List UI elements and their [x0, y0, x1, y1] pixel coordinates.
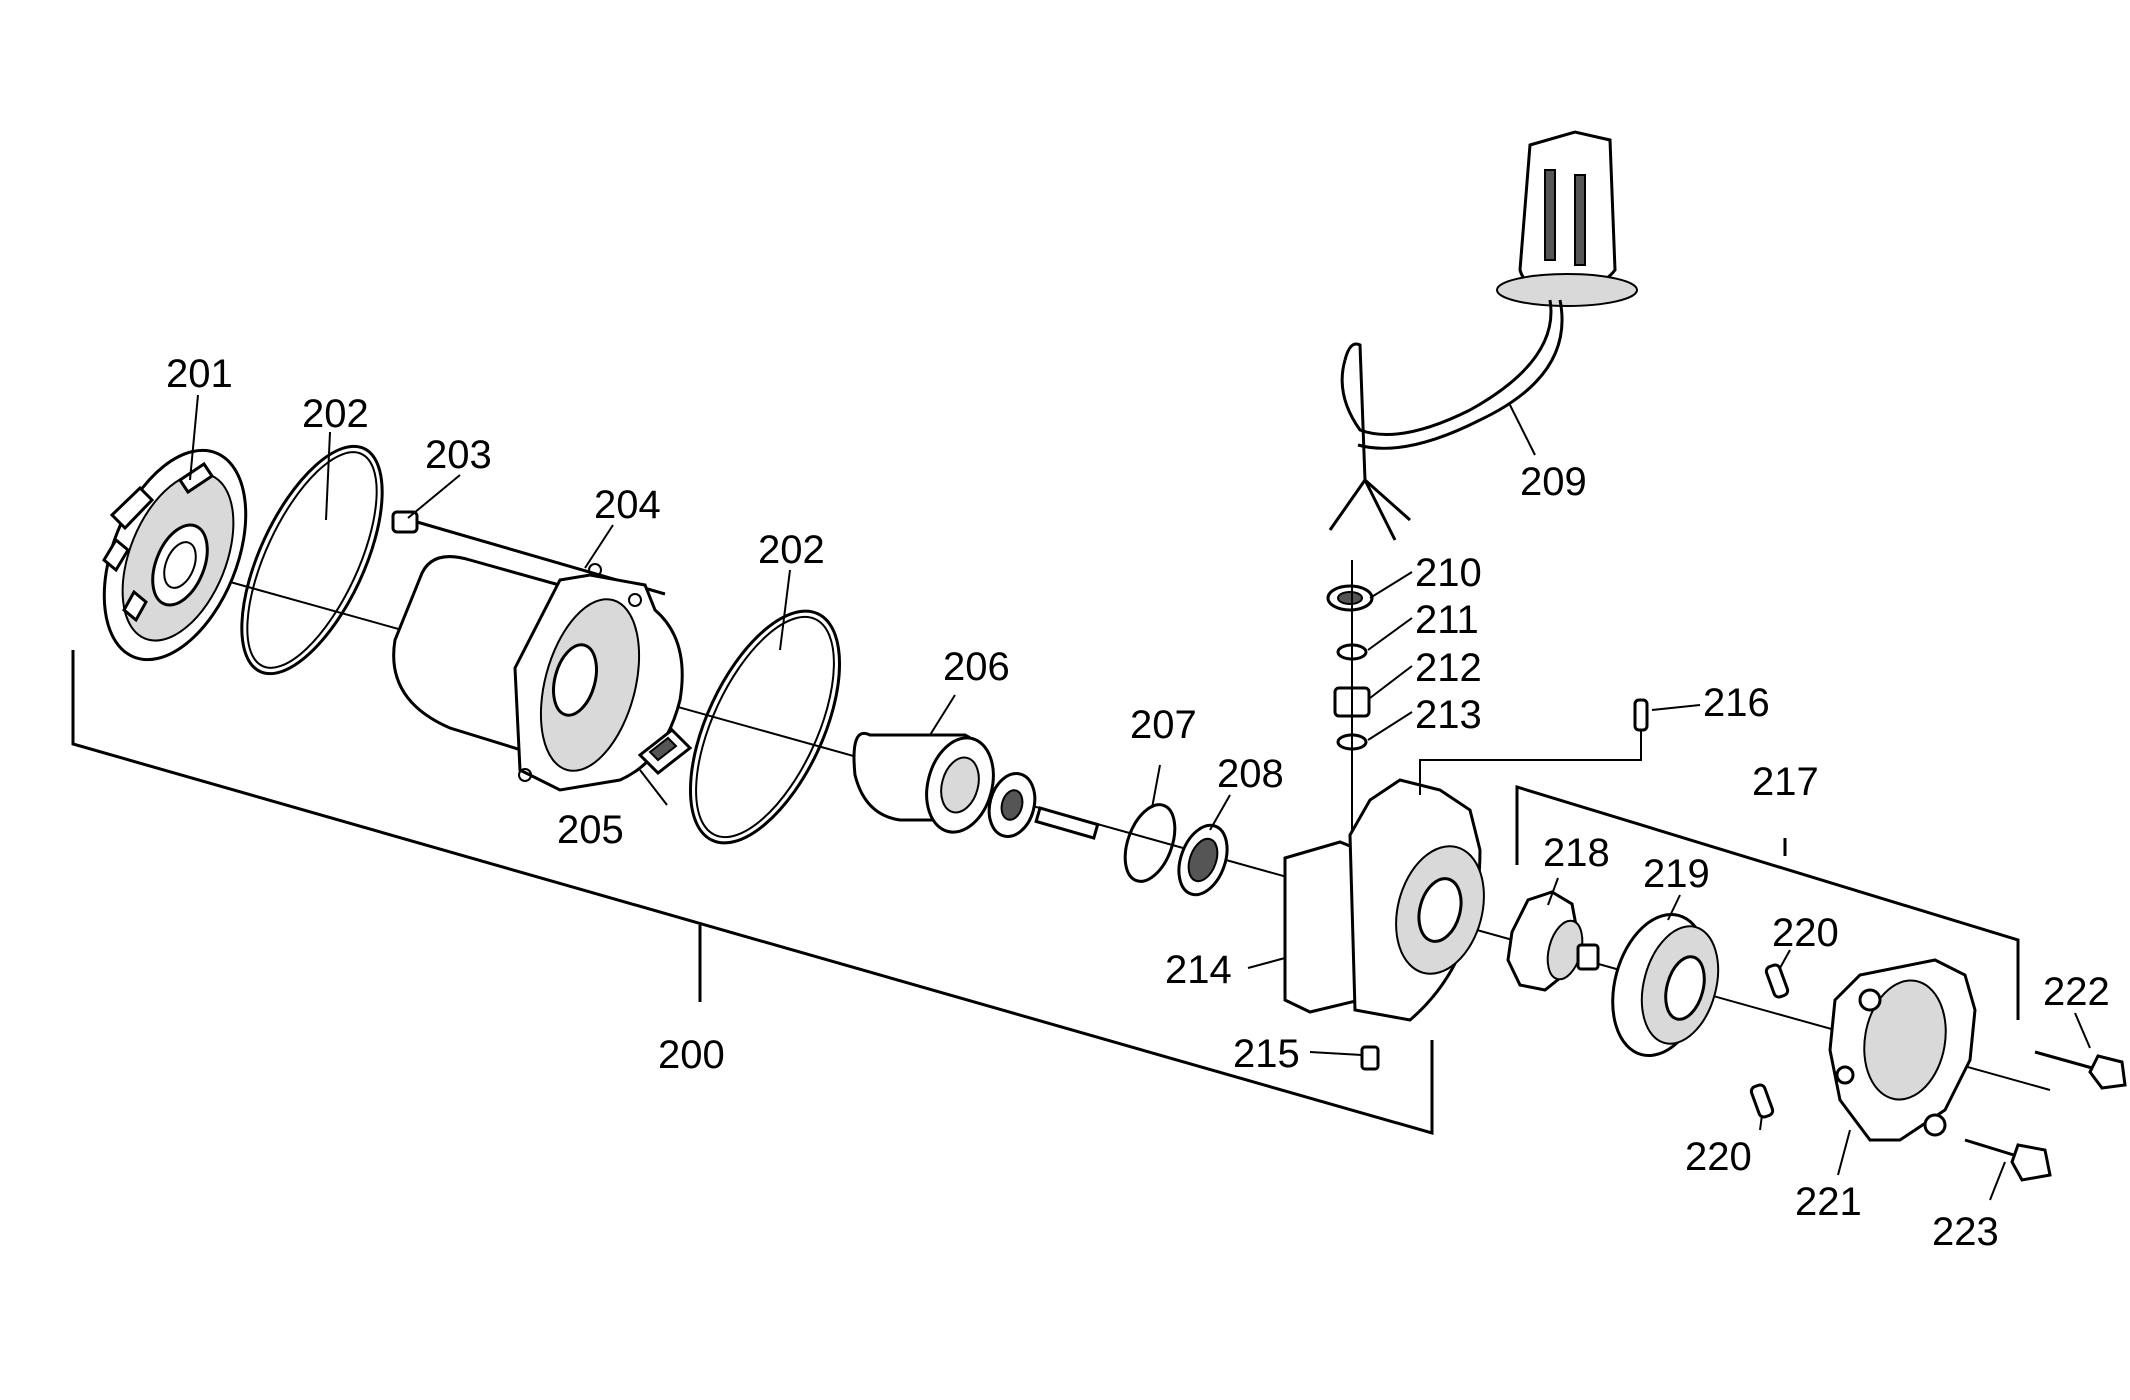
callout-203: 203 [425, 433, 492, 477]
callout-222: 222 [2043, 970, 2110, 1014]
seal-part [1177, 823, 1229, 897]
callout-207: 207 [1130, 703, 1197, 747]
inner-rotor-part [1506, 890, 1600, 992]
snap-ring-part [1123, 803, 1177, 883]
motor-housing-part [392, 555, 684, 792]
callout-209: 209 [1520, 460, 1587, 504]
o-ring-left [240, 444, 384, 676]
dowel-pin-lower [1749, 1083, 1775, 1119]
callout-205: 205 [557, 808, 624, 852]
brush-part [637, 728, 693, 775]
outer-rotor-part [1611, 912, 1720, 1058]
leader-lines [189, 394, 2091, 1201]
callout-220-upper: 220 [1772, 911, 1839, 955]
armature-part [852, 731, 1100, 840]
plug-part [1360, 1045, 1380, 1071]
callout-212: 212 [1415, 646, 1482, 690]
pump-cover-part [1828, 958, 1977, 1142]
callout-201: 201 [166, 352, 233, 396]
pin-upper-part [1419, 698, 1649, 795]
callout-211: 211 [1415, 598, 1479, 642]
group-bracket-200 [71, 650, 1434, 1135]
callout-204: 204 [594, 483, 661, 527]
group-bracket-217 [1515, 784, 2020, 1020]
callout-221: 221 [1795, 1180, 1862, 1224]
pump-body-part [1283, 778, 1485, 1022]
callout-220-lower: 220 [1685, 1135, 1752, 1179]
callout-217: 217 [1752, 760, 1819, 804]
bolt-upper-part [2034, 1050, 2127, 1090]
callout-219: 219 [1643, 852, 1710, 896]
callout-215: 215 [1233, 1032, 1300, 1076]
o-ring-right [688, 609, 842, 845]
callout-213: 213 [1415, 693, 1482, 737]
grommet-part [1326, 584, 1374, 612]
callout-216: 216 [1703, 681, 1770, 725]
callout-208: 208 [1217, 752, 1284, 796]
callout-200: 200 [658, 1033, 725, 1077]
callout-206: 206 [943, 645, 1010, 689]
callout-218: 218 [1543, 831, 1610, 875]
dowel-pin-upper [1764, 963, 1790, 999]
callout-223: 223 [1932, 1210, 1999, 1254]
callout-202-right: 202 [758, 528, 825, 572]
callout-210: 210 [1415, 551, 1482, 595]
callout-214: 214 [1165, 948, 1232, 992]
callout-202-left: 202 [302, 392, 369, 436]
sensor-harness-part [1328, 130, 1638, 541]
bolt-lower-part [1964, 1138, 2052, 1182]
end-cap-part [102, 448, 248, 662]
